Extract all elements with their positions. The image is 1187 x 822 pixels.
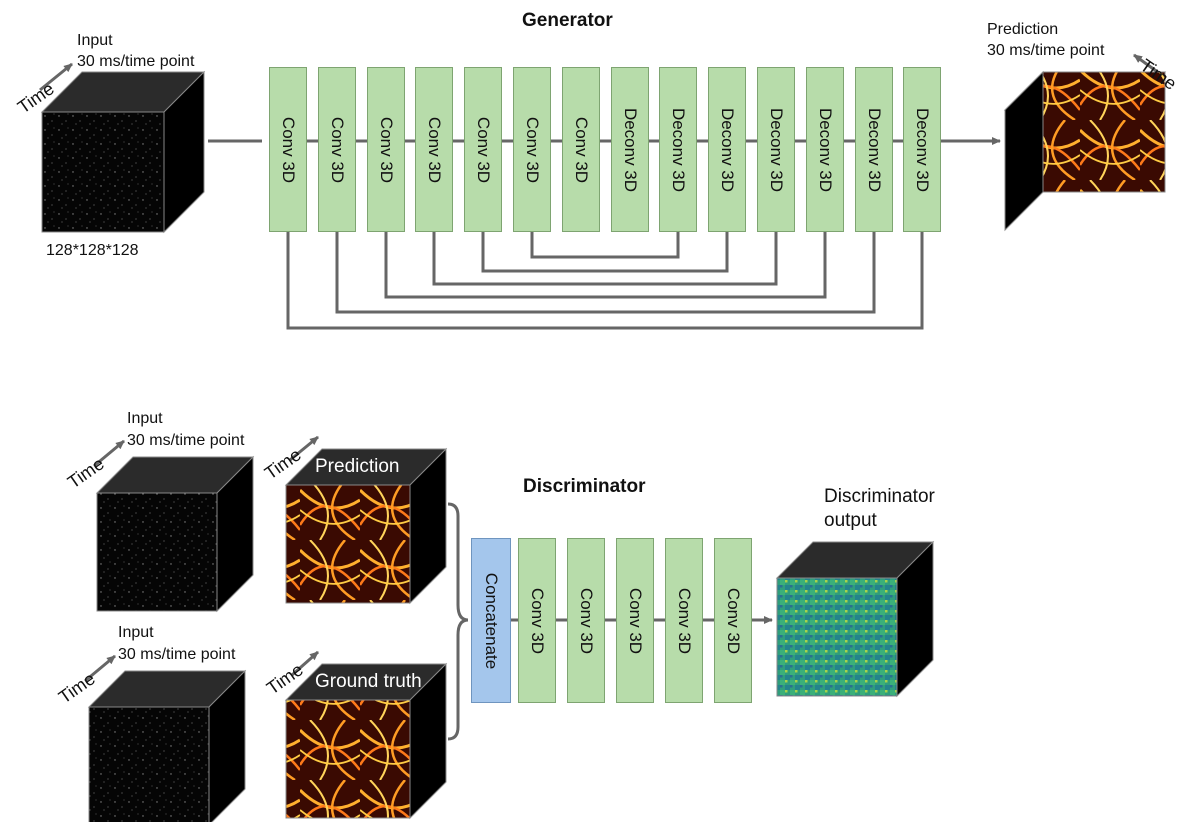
- generator-layer-label: Deconv 3D: [621, 107, 640, 192]
- generator-title: Generator: [522, 10, 613, 31]
- prediction-overlay-label: Prediction: [315, 456, 400, 477]
- generator-layer-5: Conv 3D: [464, 67, 502, 232]
- disc-input2-front: [88, 706, 210, 822]
- disc-prediction-front: [285, 484, 411, 604]
- generator-layer-14: Deconv 3D: [903, 67, 941, 232]
- disc-input1-cube: [95, 455, 255, 613]
- generator-prediction-rate: 30 ms/time point: [987, 42, 1105, 59]
- generator-prediction-label: Prediction: [987, 21, 1059, 38]
- disc-input1-label: Input: [127, 410, 163, 427]
- generator-layer-label: Conv 3D: [279, 116, 298, 183]
- concatenate-label: Concatenate: [482, 572, 501, 669]
- discriminator-title: Discriminator: [523, 476, 646, 497]
- disc-output-label-line2: output: [824, 510, 877, 531]
- disc-ground-truth-front: [285, 699, 411, 819]
- skip-connection-2: [335, 232, 876, 314]
- disc-output-cube: [775, 540, 935, 698]
- generator-layer-label: Deconv 3D: [767, 107, 786, 192]
- disc-output-label-line1: Discriminator: [824, 486, 935, 507]
- skip-connection-5: [481, 232, 729, 273]
- discriminator-layer-label: Conv 3D: [675, 587, 694, 654]
- discriminator-layer-4: Conv 3D: [665, 538, 703, 703]
- discriminator-layer-label: Conv 3D: [577, 587, 596, 654]
- disc-output-front: [776, 577, 898, 697]
- disc-input2-rate: 30 ms/time point: [118, 646, 236, 663]
- generator-layer-label: Deconv 3D: [669, 107, 688, 192]
- generator-layer-label: Conv 3D: [523, 116, 542, 183]
- generator-layer-label: Deconv 3D: [816, 107, 835, 192]
- generator-layer-1: Conv 3D: [269, 67, 307, 232]
- disc-input2-time-arrow: [84, 654, 116, 683]
- gen-input-time-arrow: [39, 62, 73, 92]
- discriminator-layer-label: Conv 3D: [724, 587, 743, 654]
- disc-pred-time-arrow: [289, 435, 319, 462]
- generator-layer-label: Deconv 3D: [718, 107, 737, 192]
- generator-input-cube: [40, 70, 206, 234]
- generator-input-rate: 30 ms/time point: [77, 53, 195, 70]
- generator-prediction-side: [1004, 70, 1044, 232]
- concatenate-layer: Concatenate: [471, 538, 511, 703]
- disc-input2-label: Input: [118, 624, 154, 641]
- skip-connection-3: [384, 232, 827, 299]
- generator-layer-6: Conv 3D: [513, 67, 551, 232]
- generator-layer-8: Deconv 3D: [611, 67, 649, 232]
- generator-layer-label: Conv 3D: [474, 116, 493, 183]
- generator-layer-9: Deconv 3D: [659, 67, 697, 232]
- generator-layer-label: Conv 3D: [572, 116, 591, 183]
- generator-layer-label: Conv 3D: [328, 116, 347, 183]
- disc-gt-time-arrow: [291, 650, 319, 677]
- generator-layer-11: Deconv 3D: [757, 67, 795, 232]
- generator-layer-3: Conv 3D: [367, 67, 405, 232]
- generator-layer-label: Deconv 3D: [865, 107, 884, 192]
- generator-layer-label: Conv 3D: [425, 116, 444, 183]
- discriminator-layer-2: Conv 3D: [567, 538, 605, 703]
- discriminator-layer-label: Conv 3D: [626, 587, 645, 654]
- disc-input1-rate: 30 ms/time point: [127, 432, 245, 449]
- skip-connection-6: [530, 232, 680, 259]
- ground-truth-overlay-label: Ground truth: [315, 671, 422, 692]
- discriminator-layer-3: Conv 3D: [616, 538, 654, 703]
- generator-layer-label: Deconv 3D: [913, 107, 932, 192]
- disc-input1-time-arrow: [93, 439, 125, 468]
- discriminator-layer-5: Conv 3D: [714, 538, 752, 703]
- disc-input1-front: [96, 492, 218, 612]
- generator-layer-4: Conv 3D: [415, 67, 453, 232]
- generator-layer-10: Deconv 3D: [708, 67, 746, 232]
- generator-layer-label: Conv 3D: [377, 116, 396, 183]
- generator-layer-13: Deconv 3D: [855, 67, 893, 232]
- generator-layer-2: Conv 3D: [318, 67, 356, 232]
- skip-connection-4: [432, 232, 778, 286]
- generator-prediction-cube: [1003, 70, 1167, 232]
- generator-layer-12: Deconv 3D: [806, 67, 844, 232]
- generator-layer-7: Conv 3D: [562, 67, 600, 232]
- generator-input-front: [41, 111, 165, 233]
- concat-brace: [447, 502, 469, 741]
- skip-connection-1: [286, 232, 924, 330]
- discriminator-layer-label: Conv 3D: [528, 587, 547, 654]
- generator-prediction-front: [1042, 71, 1166, 193]
- disc-prediction-cube: [284, 447, 448, 605]
- generator-input-label: Input: [77, 32, 113, 49]
- generator-input-size: 128*128*128: [46, 242, 139, 259]
- disc-input2-cube: [87, 669, 247, 822]
- discriminator-layer-1: Conv 3D: [518, 538, 556, 703]
- disc-ground-truth-cube: [284, 662, 448, 820]
